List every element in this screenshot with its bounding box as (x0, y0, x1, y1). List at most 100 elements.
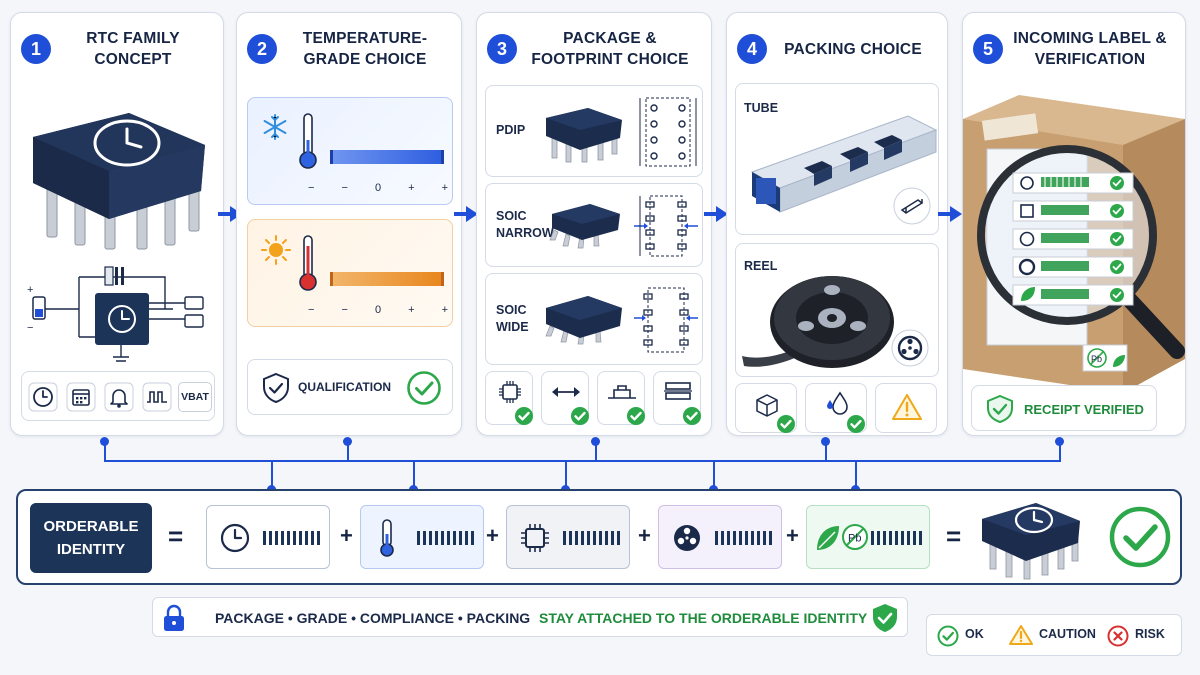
cold-grade-bar (330, 150, 444, 164)
ok-check-icon (570, 406, 590, 426)
alarm-bell-icon (104, 382, 134, 412)
reel-illustration (742, 276, 894, 368)
receipt-verified-badge: RECEIPT VERIFIED (971, 385, 1157, 431)
orderable-identity-bar: ORDERABLE IDENTITY = + + + + Pb = (16, 489, 1182, 585)
plus-sign: + (340, 523, 353, 548)
barcode (263, 531, 323, 545)
orderable-identity-label: ORDERABLE IDENTITY (30, 503, 152, 573)
pb-free-mark: Pb (848, 533, 861, 545)
soic-wide-chip-icon (545, 296, 622, 345)
chip-icon (499, 381, 521, 403)
panel-temperature-grade: 2 TEMPERATURE-GRADE CHOICE − − 0 + + − − 0 + + Q… (236, 12, 462, 436)
scale-tick: − (308, 304, 315, 316)
hot-grade-card[interactable]: −−0++ (247, 219, 453, 327)
qualification-card: QUALIFICATION (247, 359, 453, 415)
pdip-footprint-icon (639, 97, 697, 167)
width-arrows-icon (552, 387, 580, 397)
reel-icon (674, 525, 700, 551)
tube-profile-icon (893, 187, 931, 225)
identity-segment-grade (360, 505, 484, 569)
cold-scale: − − 0 + + (308, 182, 448, 194)
scale-tick: − (308, 182, 315, 194)
pb-free-mark: Pb (1091, 354, 1102, 364)
clock-icon (220, 523, 250, 553)
legend-caution-label: CAUTION (1039, 627, 1096, 641)
hot-scale: −−0++ (308, 304, 448, 316)
step-header: 2 TEMPERATURE-GRADE CHOICE (247, 25, 453, 73)
tube-illustration (750, 115, 938, 213)
rule-items: PACKAGE • GRADE • COMPLIANCE • PACKING (215, 610, 531, 626)
equals-sign: = (168, 521, 184, 551)
hot-grade-bar (330, 272, 444, 286)
package-label: SOIC WIDE (496, 303, 529, 334)
snowflake-icon (263, 114, 287, 140)
packing-checks (735, 383, 939, 433)
packing-option-reel[interactable]: REEL (735, 243, 939, 377)
package-label: PDIP (496, 123, 526, 137)
label-inspection-illustration: Pb (963, 95, 1185, 393)
attachment-rule-banner: PACKAGE • GRADE • COMPLIANCE • PACKING S… (152, 597, 908, 637)
step-number: 1 (21, 34, 51, 64)
footprint-icon (608, 385, 636, 399)
legend-ok-label: OK (965, 627, 984, 641)
identity-segment-compliance: Pb (806, 505, 930, 569)
barcode (715, 531, 775, 545)
vbat-label: VBAT (178, 382, 212, 412)
scale-tick: + (441, 182, 448, 194)
barcode (563, 531, 623, 545)
tube-label: TUBE (744, 101, 779, 115)
check-tile-footprint (597, 371, 645, 425)
ok-check-icon (846, 414, 866, 434)
ok-check-icon (626, 406, 646, 426)
step-header: 3 PACKAGE & FOOTPRINT CHOICE (487, 25, 703, 73)
shield-check-icon (263, 372, 289, 404)
thermometer-cold-icon (299, 113, 317, 169)
shield-check-icon (873, 604, 897, 632)
identity-segment-packing (658, 505, 782, 569)
moisture-drop-icon (827, 391, 848, 415)
check-tile-width (541, 371, 589, 425)
step-number: 4 (737, 34, 767, 64)
step-title: INCOMING LABEL & VERIFICATION (1013, 30, 1167, 68)
soic-wide-footprint-icon (634, 287, 698, 353)
scale-tick: + (441, 304, 448, 316)
scale-tick: − (341, 182, 348, 194)
step-title: TEMPERATURE-GRADE CHOICE (302, 30, 428, 68)
qualification-label: QUALIFICATION (298, 380, 392, 394)
step-number: 5 (973, 34, 1003, 64)
step-number: 3 (487, 34, 517, 64)
step-header: 1 RTC FAMILY CONCEPT (21, 25, 215, 73)
plus-sign: + (786, 523, 799, 548)
plus-sign: + (486, 523, 499, 548)
reel-label: REEL (744, 259, 778, 273)
scale-tick: + (408, 182, 415, 194)
packing-option-tube[interactable]: TUBE (735, 83, 939, 235)
package-option-soic-narrow[interactable]: SOIC NARROW (485, 183, 703, 267)
chip-icon (521, 524, 549, 552)
soic-narrow-footprint-icon (634, 195, 698, 257)
panel-incoming-verification: 5 INCOMING LABEL & VERIFICATION Pb REC (962, 12, 1186, 436)
step-title: RTC FAMILY CONCEPT (86, 30, 180, 68)
package-label: SOIC NARROW (496, 209, 554, 240)
package-option-pdip[interactable]: PDIP (485, 85, 703, 177)
cold-grade-card[interactable]: − − 0 + + (247, 97, 453, 205)
scale-tick: 0 (374, 182, 382, 194)
stack-icon (664, 382, 692, 400)
barcode (417, 531, 477, 545)
footprint-checks (485, 371, 703, 425)
check-tile-stack (653, 371, 701, 425)
equals-sign: = (946, 521, 962, 551)
scale-tick: 0 (374, 304, 382, 316)
package-option-soic-wide[interactable]: SOIC WIDE (485, 273, 703, 365)
check-tile-chip (485, 371, 533, 425)
step-title: PACKAGE & FOOTPRINT CHOICE (531, 30, 689, 68)
check-tile-moisture (805, 383, 867, 433)
identity-segment-package (506, 505, 630, 569)
scale-tick: − (341, 304, 348, 316)
ok-legend-icon (937, 625, 959, 647)
step-title: PACKING CHOICE (784, 40, 922, 58)
panel-package-footprint: 3 PACKAGE & FOOTPRINT CHOICE PDIP SOIC N… (476, 12, 712, 436)
step-header: 5 INCOMING LABEL & VERIFICATION (973, 25, 1177, 73)
caution-legend-icon (1009, 625, 1033, 645)
lock-icon (164, 604, 184, 631)
